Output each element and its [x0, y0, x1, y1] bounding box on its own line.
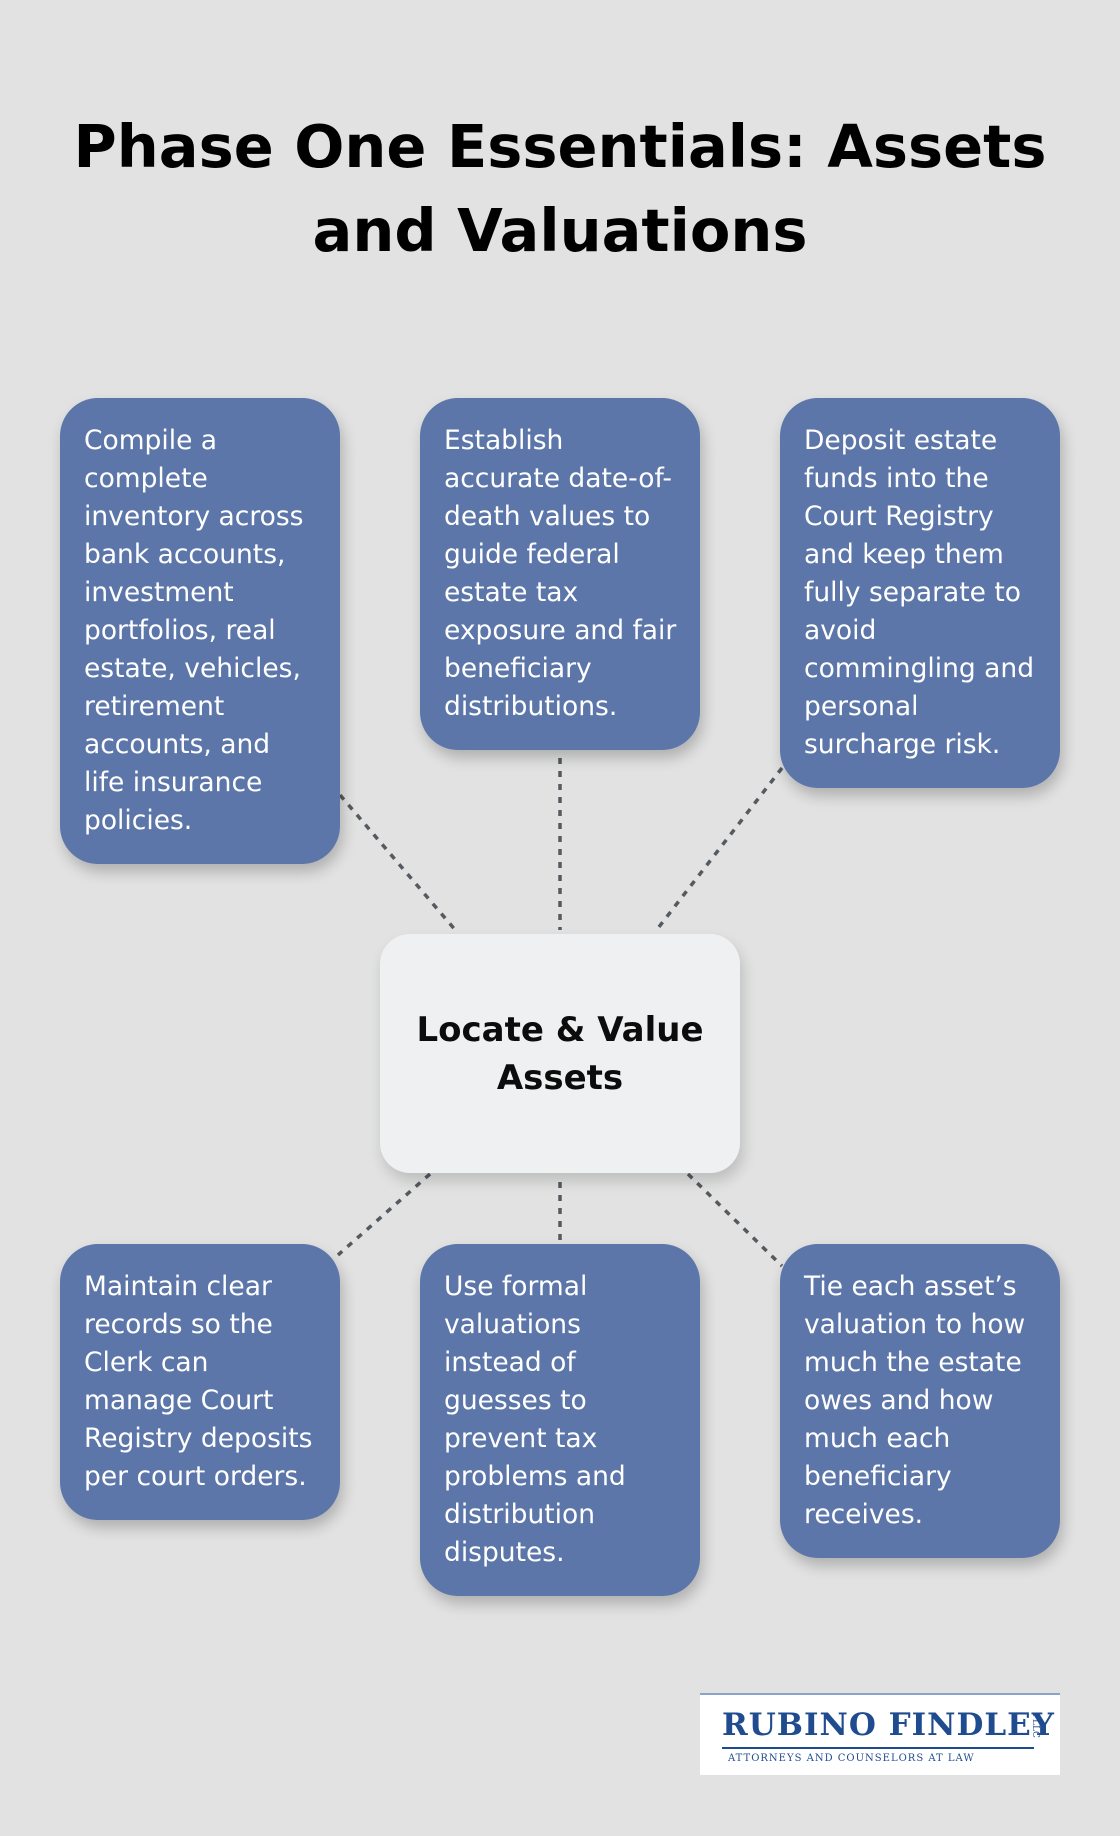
- connector-line-bottom-left: [336, 1172, 432, 1257]
- card-inventory: Compile a complete inventory across bank…: [60, 398, 340, 864]
- logo-tagline: ATTORNEYS AND COUNSELORS AT LAW: [728, 1753, 975, 1764]
- card-valuation-ties: Tie each asset’s valuation to how much t…: [780, 1244, 1060, 1558]
- center-node-label: Locate & Value Assets: [416, 1009, 704, 1098]
- card-court-registry-deposit-text: Deposit estate funds into the Court Regi…: [804, 425, 1035, 760]
- card-formal-valuations-text: Use formal valuations instead of guesses…: [444, 1271, 626, 1568]
- card-date-of-death-values: Establish accurate date-of-death values …: [420, 398, 700, 750]
- card-formal-valuations: Use formal valuations instead of guesses…: [420, 1244, 700, 1596]
- connector-line-top-left: [338, 793, 459, 934]
- card-valuation-ties-text: Tie each asset’s valuation to how much t…: [804, 1271, 1026, 1530]
- firm-logo: RUBINO FINDLEY PLLC ATTORNEYS AND COUNSE…: [700, 1693, 1060, 1775]
- connector-line-top-right: [653, 766, 784, 934]
- page-title: Phase One Essentials: Assets and Valuati…: [73, 112, 1047, 265]
- card-inventory-text: Compile a complete inventory across bank…: [84, 425, 304, 836]
- card-clear-records-text: Maintain clear records so the Clerk can …: [84, 1271, 313, 1492]
- logo-name: RUBINO FINDLEY: [722, 1707, 1055, 1743]
- center-node: Locate & Value Assets: [380, 934, 740, 1173]
- card-date-of-death-values-text: Establish accurate date-of-death values …: [444, 425, 677, 722]
- card-clear-records: Maintain clear records so the Clerk can …: [60, 1244, 340, 1520]
- logo-suffix: PLLC: [1030, 1713, 1040, 1738]
- card-court-registry-deposit: Deposit estate funds into the Court Regi…: [780, 398, 1060, 788]
- logo-divider: [722, 1747, 1034, 1749]
- connector-line-bottom-right: [686, 1172, 784, 1268]
